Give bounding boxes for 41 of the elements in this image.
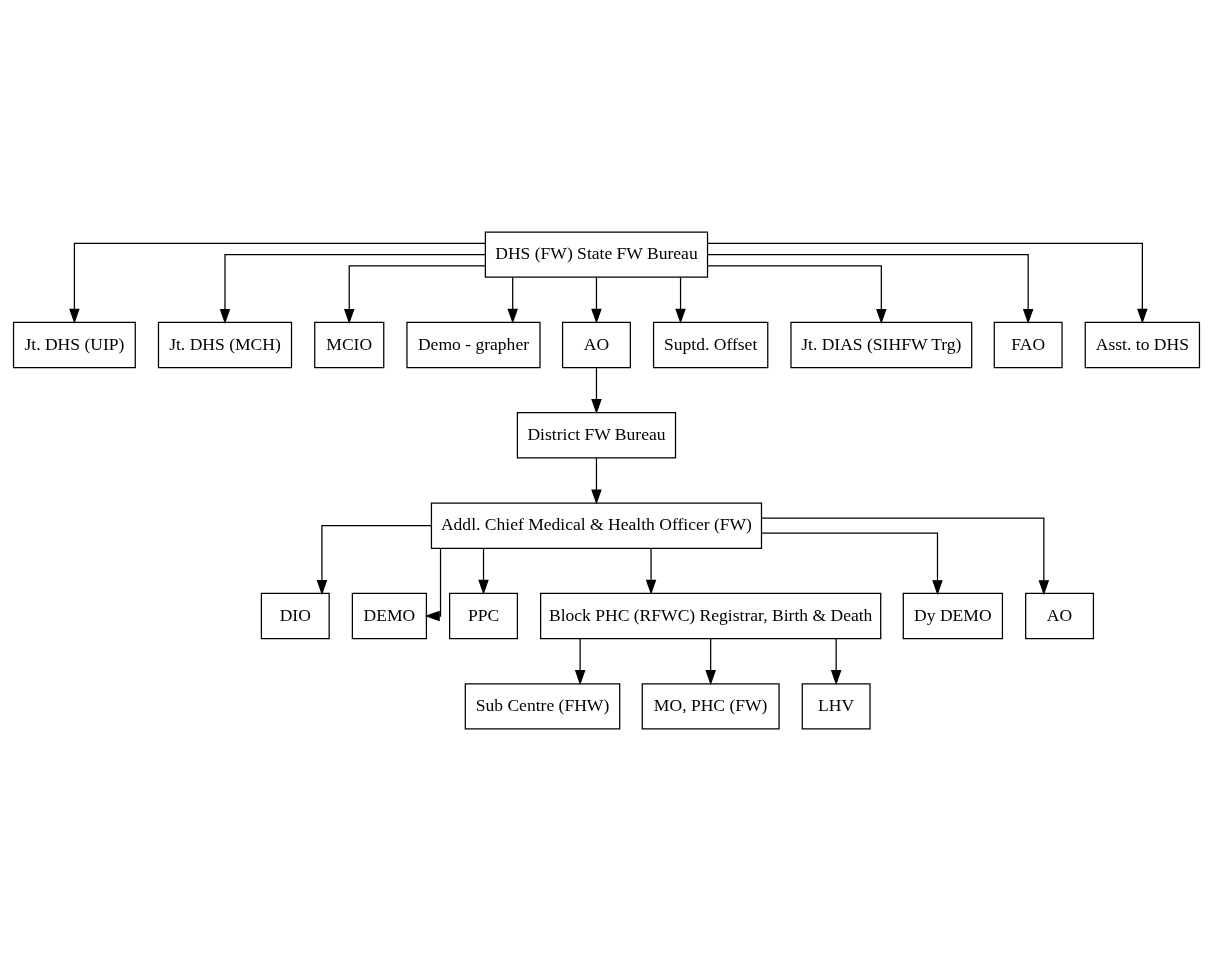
node-box: PPC bbox=[449, 592, 519, 639]
node-box: Suptd. Offset bbox=[652, 321, 769, 368]
node-box: DIO bbox=[260, 592, 330, 639]
arrow bbox=[761, 532, 943, 595]
arrow bbox=[761, 517, 1050, 595]
node-box: District FW Bureau bbox=[516, 411, 677, 459]
arrow bbox=[675, 276, 686, 324]
node-box: FAO bbox=[993, 321, 1063, 368]
node-box: Block PHC (RFWC) Registrar, Birth & Death bbox=[540, 592, 882, 639]
arrow bbox=[707, 264, 887, 324]
node-box: Addl. Chief Medical & Health Officer (FW) bbox=[430, 501, 763, 549]
node-box: Demo - grapher bbox=[406, 321, 541, 368]
arrow bbox=[507, 276, 518, 324]
arrow bbox=[705, 637, 716, 685]
arrow bbox=[69, 242, 486, 324]
node-box: LHV bbox=[801, 682, 871, 730]
node-box: DHS (FW) State FW Bureau bbox=[484, 230, 709, 278]
node-box: MO, PHC (FW) bbox=[641, 682, 780, 730]
node-box: Jt. DHS (UIP) bbox=[12, 321, 136, 368]
arrow bbox=[591, 366, 602, 414]
node-box: MCIO bbox=[314, 321, 385, 368]
arrow bbox=[478, 547, 489, 595]
arrow bbox=[707, 253, 1034, 324]
arrow bbox=[424, 547, 442, 621]
arrow bbox=[219, 253, 486, 324]
arrow bbox=[316, 524, 432, 595]
arrow bbox=[830, 637, 842, 685]
node-box: Dy DEMO bbox=[902, 592, 1004, 639]
node-box: Sub Centre (FHW) bbox=[464, 682, 621, 730]
arrow bbox=[343, 264, 486, 324]
node-box: Jt. DHS (MCH) bbox=[157, 321, 293, 368]
arrow bbox=[591, 457, 602, 504]
arrow bbox=[591, 276, 602, 324]
arrow bbox=[706, 242, 1148, 324]
node-box: DEMO bbox=[351, 592, 428, 639]
arrow bbox=[645, 547, 657, 595]
node-box: AO bbox=[561, 321, 631, 368]
arrow bbox=[574, 637, 586, 685]
node-box: Jt. DIAS (SIHFW Trg) bbox=[790, 321, 973, 368]
node-box: AO bbox=[1025, 592, 1095, 639]
node-box: Asst. to DHS bbox=[1084, 321, 1201, 368]
